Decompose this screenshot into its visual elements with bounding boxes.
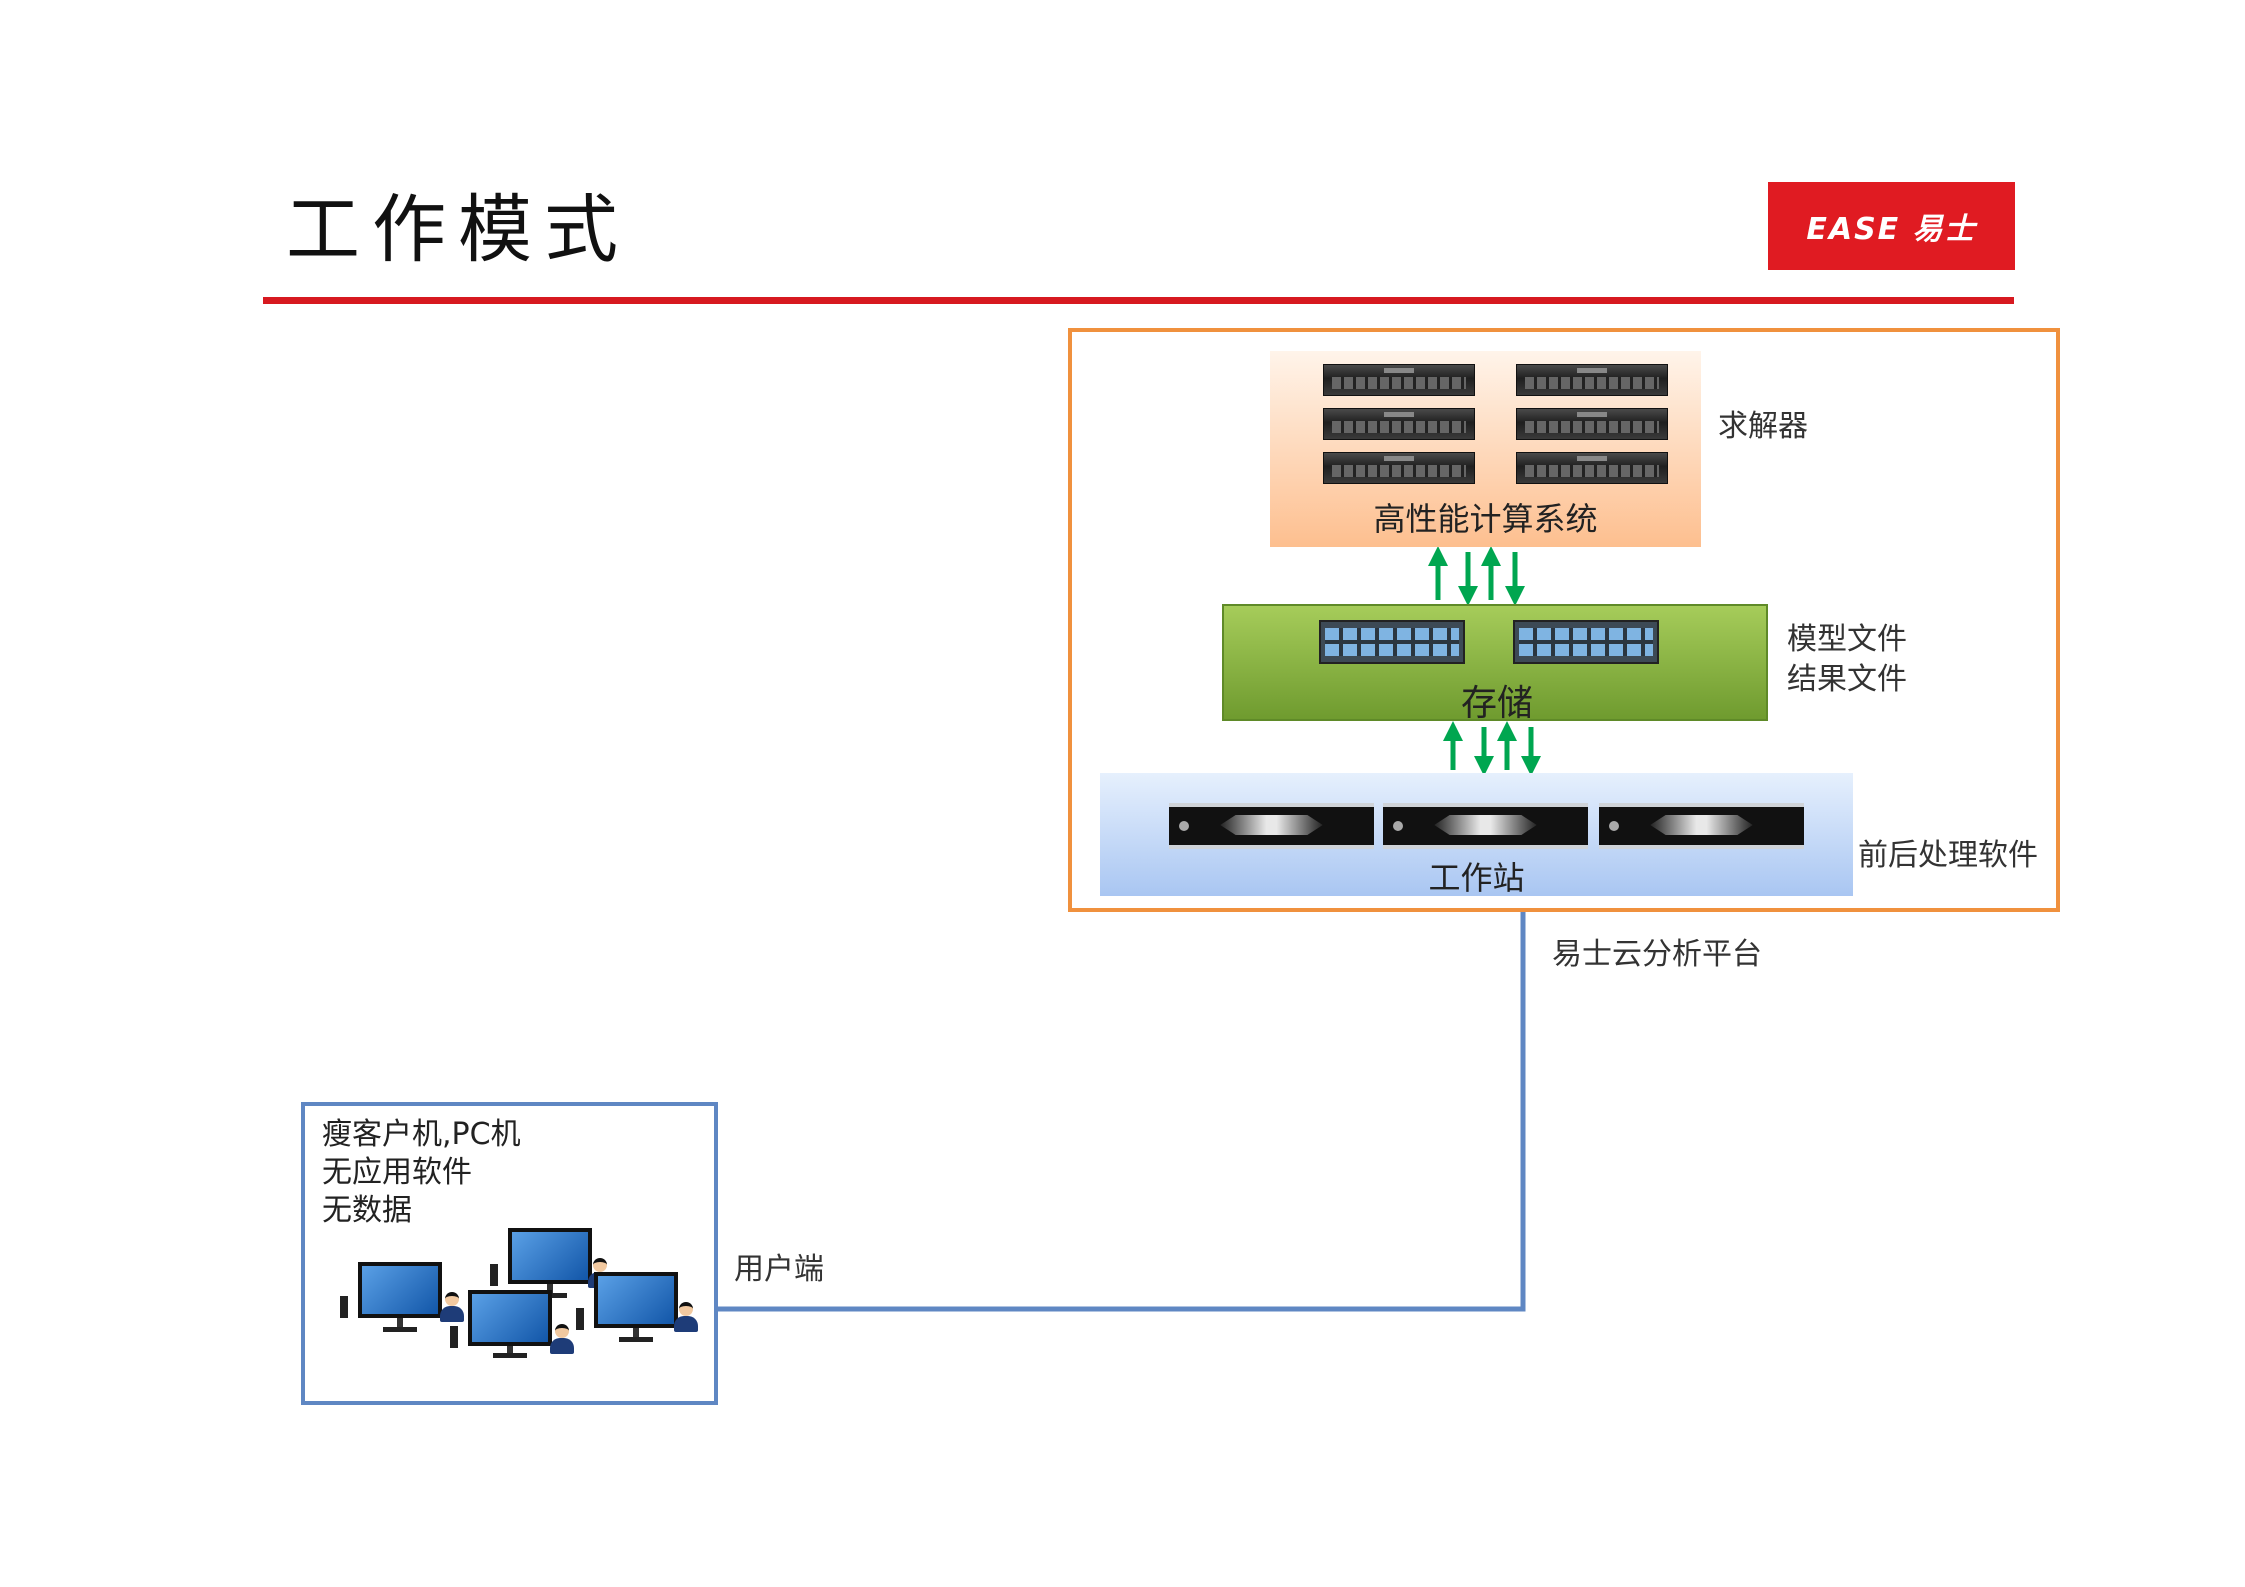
monitor-base [493,1353,527,1358]
page-title: 工作模式 [286,187,630,273]
workstation-icon [1169,803,1374,849]
cloud-client-link [718,912,1526,1312]
client-line-3: 无数据 [322,1193,412,1228]
server-icon [1516,364,1668,396]
storage-array-icon [1319,620,1465,664]
monitor-base [619,1337,653,1342]
monitor-stand [633,1328,639,1338]
storage-panel: 存储 [1222,604,1768,724]
result-files-label: 结果文件 [1787,662,1907,697]
server-icon [1323,452,1475,484]
server-icon [1516,408,1668,440]
monitor-icon [358,1262,442,1318]
user-icon [674,1302,698,1332]
client-line-2: 无应用软件 [322,1155,472,1190]
workstation-label: 工作站 [1428,859,1525,897]
monitor-icon [508,1228,592,1284]
ease-logo: EASE 易士 [1768,182,2015,270]
server-icon [1323,408,1475,440]
monitor-icon [594,1272,678,1328]
storage-label: 存储 [1460,683,1533,724]
server-icon [1516,452,1668,484]
monitor-stand [507,1346,513,1356]
hpc-label: 高性能计算系统 [1373,500,1598,538]
server-icon [1323,364,1475,396]
pc-tower-icon [340,1296,348,1318]
hpc-panel: 高性能计算系统 [1270,351,1701,547]
pc-tower-icon [576,1308,584,1330]
monitor-icon [468,1290,552,1346]
monitor-base [383,1327,417,1332]
workstation-panel: 工作站 [1100,773,1853,897]
user-icon [550,1324,574,1354]
user-icon [440,1292,464,1322]
workstation-icon [1383,803,1588,849]
pc-tower-icon [490,1264,498,1286]
monitor-stand [397,1318,403,1328]
pre-post-software-label: 前后处理软件 [1858,838,2038,873]
cloud-platform-box [1068,328,2060,912]
workstation-icon [1599,803,1804,849]
model-files-label: 模型文件 [1787,622,1907,657]
logo-text: EASE 易士 [1806,212,1977,247]
storage-array-icon [1513,620,1659,664]
client-box [301,1102,718,1405]
platform-label: 易士云分析平台 [1552,937,1762,972]
title-divider [263,297,2014,304]
client-pcs [338,1228,698,1358]
user-end-label: 用户端 [734,1252,824,1287]
solver-label: 求解器 [1718,409,1808,444]
monitor-stand [547,1284,553,1294]
client-description: 瘦客户机,PC机 无应用软件 无数据 [322,1116,521,1230]
pc-tower-icon [450,1326,458,1348]
client-line-1: 瘦客户机,PC机 [322,1117,521,1152]
